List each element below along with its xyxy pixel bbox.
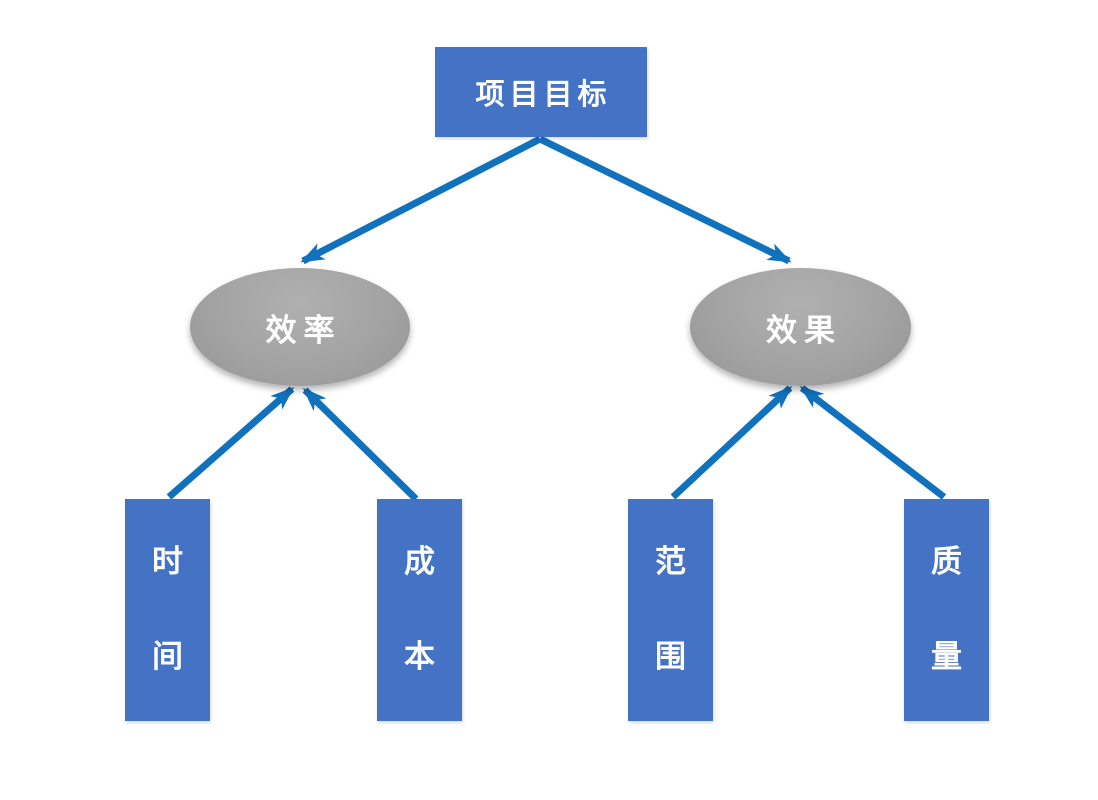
node-effect-label: 效果 xyxy=(766,312,842,349)
node-cost-char-2: 本 xyxy=(404,639,435,675)
node-time: 时 间 xyxy=(125,499,210,721)
arrow-cost-to-efficiency xyxy=(302,387,419,502)
arrow-time-to-efficiency xyxy=(166,386,295,500)
arrow-goal-to-effect xyxy=(538,135,792,265)
arrow-quality-to-effect xyxy=(799,385,947,500)
node-efficiency-label: 效率 xyxy=(265,312,342,349)
node-effect: 效果 xyxy=(690,268,911,386)
node-efficiency: 效率 xyxy=(190,268,410,386)
node-cost-char-1: 成 xyxy=(404,544,435,580)
node-time-char-2: 间 xyxy=(152,639,183,675)
node-scope: 范 围 xyxy=(628,499,713,721)
node-scope-char-2: 围 xyxy=(655,639,686,675)
node-quality-char-2: 量 xyxy=(931,639,962,675)
arrow-goal-to-efficiency xyxy=(300,135,542,265)
node-project-goal-label: 项目目标 xyxy=(475,77,612,111)
node-time-char-1: 时 xyxy=(152,544,183,580)
arrow-scope-to-effect xyxy=(670,385,793,500)
node-quality-char-1: 质 xyxy=(931,544,962,580)
node-cost: 成 本 xyxy=(377,499,462,721)
node-project-goal: 项目目标 xyxy=(435,47,647,137)
node-scope-char-1: 范 xyxy=(655,544,686,580)
node-quality: 质 量 xyxy=(904,499,989,721)
